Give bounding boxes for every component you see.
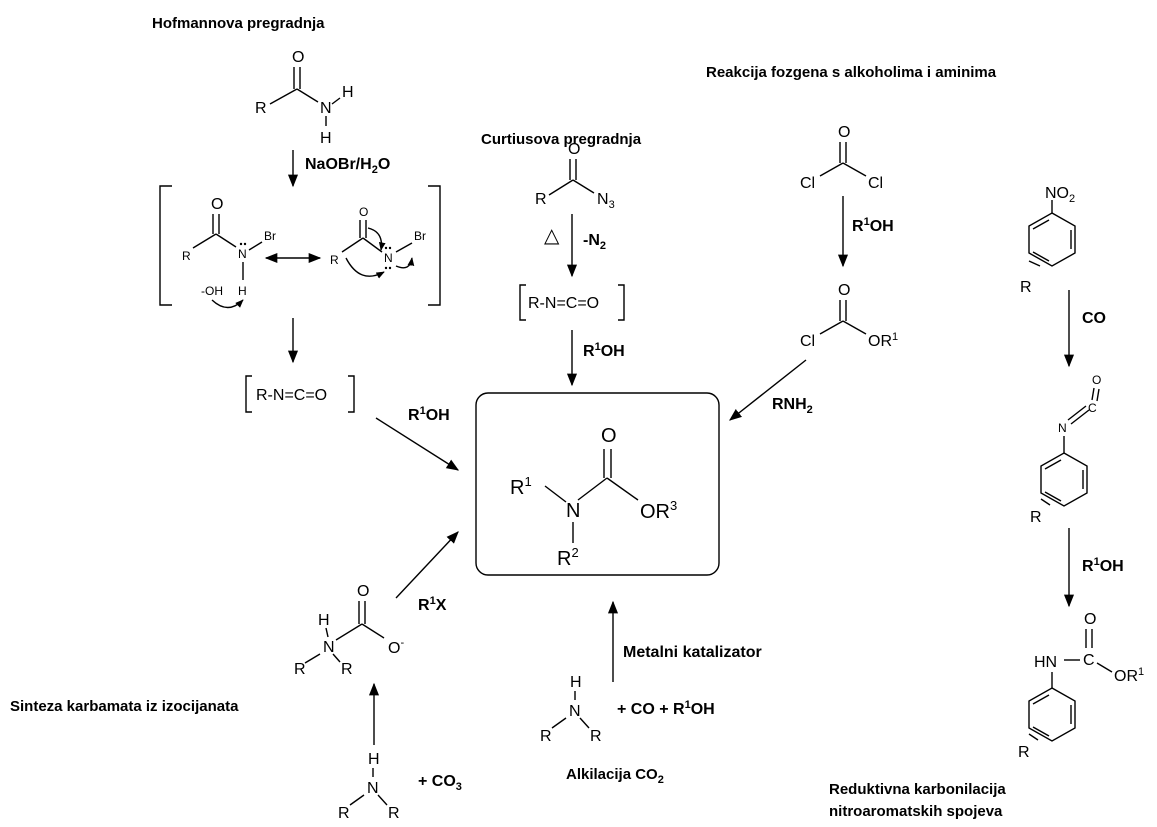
svg-text:H: H — [318, 612, 330, 629]
reagent-r1oh-aryl: R1OH — [1082, 556, 1124, 575]
reagent-naobr: NaOBr/H2O — [305, 156, 390, 176]
svg-text:H: H — [238, 284, 247, 298]
hofmann-isocyanate: R-N=C=O — [245, 375, 355, 413]
arrow-alkylation-to-carbamate — [395, 531, 459, 599]
amine-structure-co2: H N R R — [338, 751, 400, 822]
svg-text:O: O — [211, 196, 223, 213]
svg-text:R: R — [1018, 744, 1030, 761]
svg-text:N: N — [566, 500, 580, 522]
svg-text:R: R — [330, 253, 339, 267]
svg-text:H: H — [342, 84, 354, 101]
reagent-minus-n2: -N2 — [583, 232, 606, 252]
reagent-r1x: R1X — [418, 595, 447, 614]
svg-text:R: R — [255, 100, 267, 117]
chloroformate-structure: O Cl OR1 — [800, 282, 898, 350]
heading-reductive-1: Reduktivna karbonilacija — [829, 781, 1006, 798]
svg-text:OR3: OR3 — [640, 498, 677, 523]
nitroarene-structure: NO2 R — [1020, 185, 1076, 296]
svg-text:N: N — [238, 247, 247, 261]
reagent-r1oh-phosgene: R1OH — [852, 216, 894, 235]
svg-text:R: R — [388, 805, 400, 822]
reagent-rnh2: RNH2 — [772, 396, 813, 416]
carbamate-product-box — [475, 392, 720, 576]
svg-text:R-N=C=O: R-N=C=O — [528, 295, 599, 312]
svg-text:O: O — [359, 205, 368, 219]
svg-text:N: N — [384, 251, 393, 265]
heading-curtius: Curtiusova pregradnja — [481, 131, 642, 148]
svg-text:C: C — [1088, 401, 1097, 415]
svg-text:R2: R2 — [557, 545, 579, 570]
svg-text:OR1: OR1 — [1114, 666, 1144, 685]
heading-reductive-2: nitroaromatskih spojeva — [829, 803, 1003, 820]
svg-text:HN: HN — [1034, 654, 1057, 671]
amine-structure-metal: H N R R — [540, 674, 602, 745]
arrow-hofmann-to-carbamate — [375, 417, 460, 471]
svg-text:O: O — [568, 141, 580, 158]
svg-text:R: R — [1020, 279, 1032, 296]
svg-text:N: N — [1058, 421, 1067, 435]
reagent-metal-catalyst: Metalni katalizator — [623, 644, 762, 661]
reagent-r1oh-curtius: R1OH — [583, 341, 625, 360]
phosgene-structure: O Cl Cl — [800, 124, 883, 192]
svg-text:N3: N3 — [597, 191, 615, 211]
svg-text:R: R — [1030, 509, 1042, 526]
reagent-plus-co2: + CO3 — [418, 773, 462, 793]
reagent-r1oh-hofmann: R1OH — [408, 405, 450, 424]
heading-isocyanate-synthesis: Sinteza karbamata iz izocijanata — [10, 698, 239, 715]
aryl-carbamate-structure: O C HN OR1 R — [1018, 611, 1144, 761]
svg-text:H: H — [320, 130, 332, 147]
svg-text:O: O — [601, 425, 617, 447]
svg-text:O: O — [292, 49, 304, 66]
carbamate-structure: O N R1 R2 OR3 — [510, 425, 677, 570]
svg-text:O: O — [357, 583, 369, 600]
svg-text:Br: Br — [414, 229, 426, 243]
heading-hofmann: Hofmannova pregradnja — [152, 15, 325, 32]
reagent-co-r1oh: + CO + R1OH — [617, 699, 715, 718]
heading-alkylation: Alkilacija CO2 — [566, 766, 664, 786]
heading-phosgene: Reakcija fozgena s alkoholima i aminima — [706, 64, 997, 81]
svg-text:Br: Br — [264, 229, 276, 243]
amide-structure: O R N H H — [255, 49, 354, 147]
carbamate-anion-structure: O N H R R O- — [294, 583, 404, 678]
acyl-azide-structure: O R N3 — [535, 141, 615, 211]
svg-text:N: N — [569, 703, 581, 720]
svg-text:N: N — [367, 780, 379, 797]
svg-text:R-N=C=O: R-N=C=O — [256, 387, 327, 404]
svg-text:O: O — [1092, 373, 1101, 387]
svg-text:R: R — [294, 661, 306, 678]
svg-text:C: C — [1083, 652, 1095, 669]
svg-text:R: R — [535, 191, 547, 208]
svg-text:R: R — [341, 661, 353, 678]
svg-text:Cl: Cl — [800, 333, 815, 350]
curtius-isocyanate: R-N=C=O — [519, 284, 625, 321]
svg-text:R: R — [590, 728, 602, 745]
svg-text:Cl: Cl — [800, 175, 815, 192]
svg-text:O: O — [838, 282, 850, 299]
svg-text:H: H — [368, 751, 380, 768]
svg-text:OR1: OR1 — [868, 331, 898, 350]
svg-text:R1: R1 — [510, 474, 532, 499]
svg-text:H: H — [570, 674, 582, 691]
aryl-isocyanate-structure: O C N R — [1030, 373, 1101, 526]
svg-text:R: R — [338, 805, 350, 822]
hofmann-intermediate-bracket: O R N Br H -OH O R N Br — [159, 185, 441, 309]
delta-icon: △ — [544, 225, 560, 247]
svg-text:Cl: Cl — [868, 175, 883, 192]
arrow-phosgene-2 — [729, 359, 807, 421]
svg-text:R: R — [182, 249, 191, 263]
svg-text:-OH: -OH — [201, 284, 223, 298]
svg-text:R: R — [540, 728, 552, 745]
reagent-co: CO — [1082, 310, 1106, 327]
svg-text:O: O — [838, 124, 850, 141]
svg-text:O-: O- — [388, 637, 404, 657]
svg-text:NO2: NO2 — [1045, 185, 1075, 205]
svg-text:O: O — [1084, 611, 1096, 628]
svg-text:N: N — [320, 100, 332, 117]
svg-text:N: N — [323, 639, 335, 656]
